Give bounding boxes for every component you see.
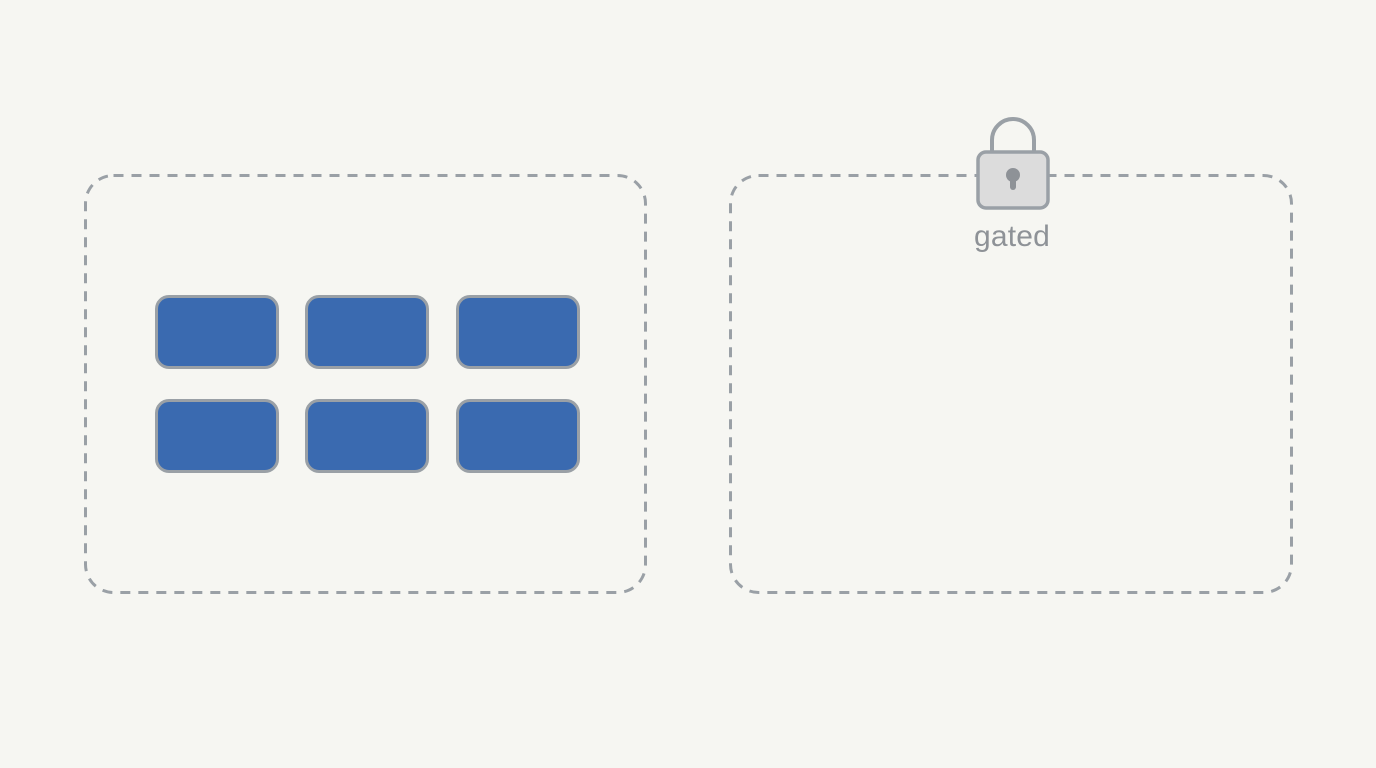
left-zone-outline: [84, 174, 647, 594]
left-zone: [84, 174, 647, 594]
padlock-icon: [976, 117, 1050, 210]
tile-r2-c2: [305, 399, 429, 473]
tile-r1-c1: [155, 295, 279, 369]
tile-r1-c2: [305, 295, 429, 369]
tile-r1-c3: [456, 295, 580, 369]
tile-r2-c3: [456, 399, 580, 473]
gated-label: gated: [973, 220, 1051, 253]
tile-r2-c1: [155, 399, 279, 473]
